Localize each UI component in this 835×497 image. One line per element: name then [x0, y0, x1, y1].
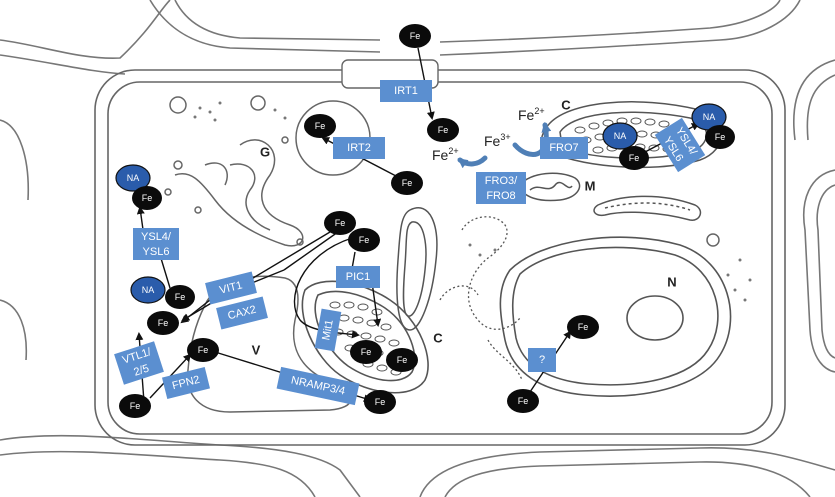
svg-text:Fe: Fe: [518, 396, 529, 406]
svg-text:Fe: Fe: [158, 318, 169, 328]
mit1-transporter: Mit1: [315, 309, 342, 352]
fro7-transporter: FRO7: [540, 137, 588, 159]
mitochondrion: [520, 173, 700, 220]
golgi-apparatus: [165, 137, 303, 246]
nicotianamine-complexes: NA NA NA NA: [116, 104, 726, 303]
svg-text:Fe: Fe: [375, 397, 386, 407]
ysl4-ysl6-left-transporter: YSL4/ YSL6: [133, 228, 179, 260]
fe-pic1-source: Fe: [348, 228, 380, 252]
chloroplast-top-label: C: [561, 98, 571, 113]
fe-after-irt1: Fe: [427, 118, 459, 142]
fe-vacuole-center: Fe: [187, 338, 219, 362]
ysl4-left-label: YSL4/: [141, 231, 172, 243]
fe-endosome: Fe: [304, 114, 336, 138]
fe-nucleus-dest: Fe: [567, 315, 599, 339]
irt1-transporter: IRT1: [380, 80, 432, 102]
nramp3-nramp4-transporter: NRAMP3/4: [277, 367, 360, 405]
nucleus: [500, 237, 730, 396]
nucleus-label: N: [667, 275, 676, 290]
fe-cytosol-irt2: Fe: [391, 171, 423, 195]
fe3-plus: Fe3+: [484, 132, 511, 149]
na-right-a: NA: [603, 123, 637, 149]
svg-text:Fe: Fe: [361, 347, 372, 357]
svg-text:Fe: Fe: [142, 193, 153, 203]
svg-text:NA: NA: [127, 173, 140, 183]
svg-text:Fe: Fe: [438, 125, 449, 135]
chloroplast-bottom-label: C: [433, 331, 443, 346]
vit1-transporter: VIT1: [205, 272, 257, 305]
svg-text:Fe: Fe: [198, 345, 209, 355]
cax2-transporter: CAX2: [216, 297, 268, 330]
svg-text:NA: NA: [703, 112, 716, 122]
na-left-bottom: NA: [131, 277, 165, 303]
svg-text:Fe: Fe: [359, 235, 370, 245]
svg-text:Fe: Fe: [315, 121, 326, 131]
fe-na-right-a: Fe: [619, 146, 649, 170]
fro8-label: FRO8: [486, 190, 515, 202]
fe-nramp-dest: Fe: [364, 390, 396, 414]
fe-chloroplast-b: Fe: [386, 348, 418, 372]
fe-chloroplast-a: Fe: [350, 340, 382, 364]
svg-text:Fe: Fe: [578, 322, 589, 332]
fe-vacuole-left: Fe: [147, 311, 179, 335]
fe-na-left-top: Fe: [132, 186, 162, 210]
ysl6-left-label: YSL6: [143, 246, 170, 258]
fe-vacuole-entry-a: Fe: [324, 211, 356, 235]
svg-text:Fe: Fe: [130, 401, 141, 411]
pic1-transporter: PIC1: [336, 266, 380, 288]
fro3-label: FRO3/: [485, 175, 518, 187]
svg-text:NA: NA: [614, 131, 627, 141]
irt2-label: IRT2: [347, 142, 371, 154]
svg-text:Fe: Fe: [175, 292, 186, 302]
fro3-fro8-transporter: FRO3/ FRO8: [476, 172, 526, 204]
svg-text:Fe: Fe: [402, 178, 413, 188]
chloroplast-middle: [397, 208, 437, 330]
pic1-label: PIC1: [346, 271, 370, 283]
unknown-transporter: ?: [528, 348, 556, 372]
fro7-label: FRO7: [549, 142, 578, 154]
mitochondrion-label: M: [585, 179, 596, 194]
fe-nucleus-source: Fe: [507, 389, 539, 413]
svg-text:Fe: Fe: [410, 31, 421, 41]
reductase-arrows: [460, 125, 546, 164]
vacuole-label: V: [252, 343, 261, 358]
fpn2-transporter: FPN2: [162, 367, 210, 399]
unknown-label: ?: [539, 354, 545, 366]
svg-text:NA: NA: [142, 285, 155, 295]
svg-text:Fe: Fe: [629, 153, 640, 163]
fe-na-right-b: Fe: [705, 125, 735, 149]
vtl1-vtl2-vtl5-transporter: VTL1/ 2/5: [114, 341, 164, 384]
fe-apoplast-top: Fe: [399, 24, 431, 48]
svg-text:Fe: Fe: [715, 132, 726, 142]
svg-text:Fe: Fe: [397, 355, 408, 365]
irt2-transporter: IRT2: [333, 137, 385, 159]
svg-text:Fe: Fe: [335, 218, 346, 228]
irt1-label: IRT1: [394, 85, 418, 97]
fe2-plus-right: Fe2+: [518, 106, 545, 123]
fe-na-left-bottom: Fe: [165, 285, 195, 309]
fe2-plus-left: Fe2+: [432, 146, 459, 163]
golgi-label: G: [260, 145, 270, 160]
fe-vtl-source: Fe: [119, 394, 151, 418]
